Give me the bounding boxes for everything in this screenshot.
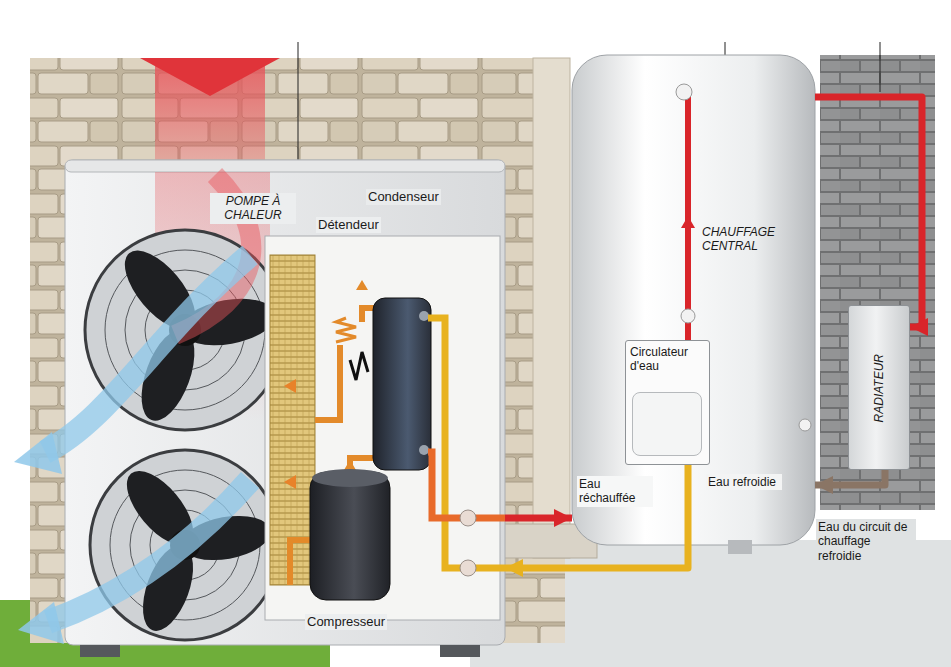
water-pipe-connector (815, 97, 922, 327)
edge-label: Eau du circuit de chauffage refroidie (816, 519, 916, 564)
central-heating-tank: CHAUFFAGE CENTRAL Circulateur d'eau (572, 55, 815, 545)
water-circulator: Circulateur d'eau (625, 340, 710, 465)
water-pipe-connector (505, 515, 572, 522)
refrigerant-pipe (290, 540, 310, 585)
heat-pump-unit: POMPE À CHALEUR (65, 160, 505, 645)
compressor (310, 472, 390, 600)
part-name: Détendeur (316, 217, 381, 233)
cutaway-interior (265, 236, 500, 620)
condenser (373, 298, 431, 470)
display-panel (632, 392, 702, 456)
refrigerant-pipe (336, 318, 356, 342)
air-flow-arrow (14, 432, 62, 474)
radiator: RADIATEUR (848, 305, 910, 470)
water-pipe (460, 560, 476, 576)
water-pipe (428, 452, 505, 518)
cutaway-interior (284, 475, 296, 489)
condenser (373, 298, 431, 470)
water-pipe (428, 318, 505, 576)
heat-pump-housing (440, 645, 480, 657)
stone-wall (533, 58, 570, 558)
condenser (419, 311, 429, 321)
air-flow-arrow (48, 480, 250, 622)
brick-column (820, 55, 935, 510)
hot-water-tank (728, 540, 752, 554)
leader-line (880, 42, 881, 92)
refrigerant-pipe (356, 280, 368, 290)
air-flow-arrow (18, 602, 64, 644)
brick-column (820, 55, 935, 510)
node-label: POMPE À CHALEUR (210, 193, 296, 224)
hot-water-tank (572, 55, 815, 545)
hot-water-tank (681, 216, 695, 228)
water-pipe-connector (505, 465, 688, 568)
cutaway-interior (284, 379, 296, 393)
hot-water-tank (799, 419, 811, 431)
hot-water-tank (676, 84, 692, 100)
refrigerant-pipe (315, 345, 340, 420)
air-flow-arrow (14, 175, 251, 644)
vertical-label: RADIATEUR (872, 353, 886, 421)
part-name: Condenseur (366, 189, 441, 205)
warm-air-arrow (140, 58, 280, 96)
edge-label: Eau réchauffée (577, 476, 653, 507)
hot-water-tank (681, 309, 695, 323)
air-flow-arrow (45, 255, 250, 452)
node-label: Circulateur d'eau (630, 345, 704, 374)
edge-label: Eau refroidie (706, 474, 782, 490)
water-pipe (428, 318, 505, 568)
compressor (312, 469, 388, 487)
heat-pump-housing (65, 160, 505, 172)
compressor (310, 469, 390, 600)
water-pipe-connector (815, 470, 885, 485)
cutaway-interior (265, 236, 500, 620)
heat-pump-housing (80, 645, 120, 657)
condenser (419, 445, 429, 455)
water-pipe (460, 510, 476, 526)
refrigerant-pipe (350, 352, 368, 380)
part-name: Compresseur (305, 614, 387, 630)
hot-water-tank (572, 55, 815, 554)
node-label: CHAUFFAGE CENTRAL (702, 225, 802, 254)
cutaway-interior (270, 255, 315, 585)
warm-air-arrow (140, 58, 280, 160)
stone-wall (30, 58, 597, 643)
refrigerant-pipe (344, 460, 356, 470)
